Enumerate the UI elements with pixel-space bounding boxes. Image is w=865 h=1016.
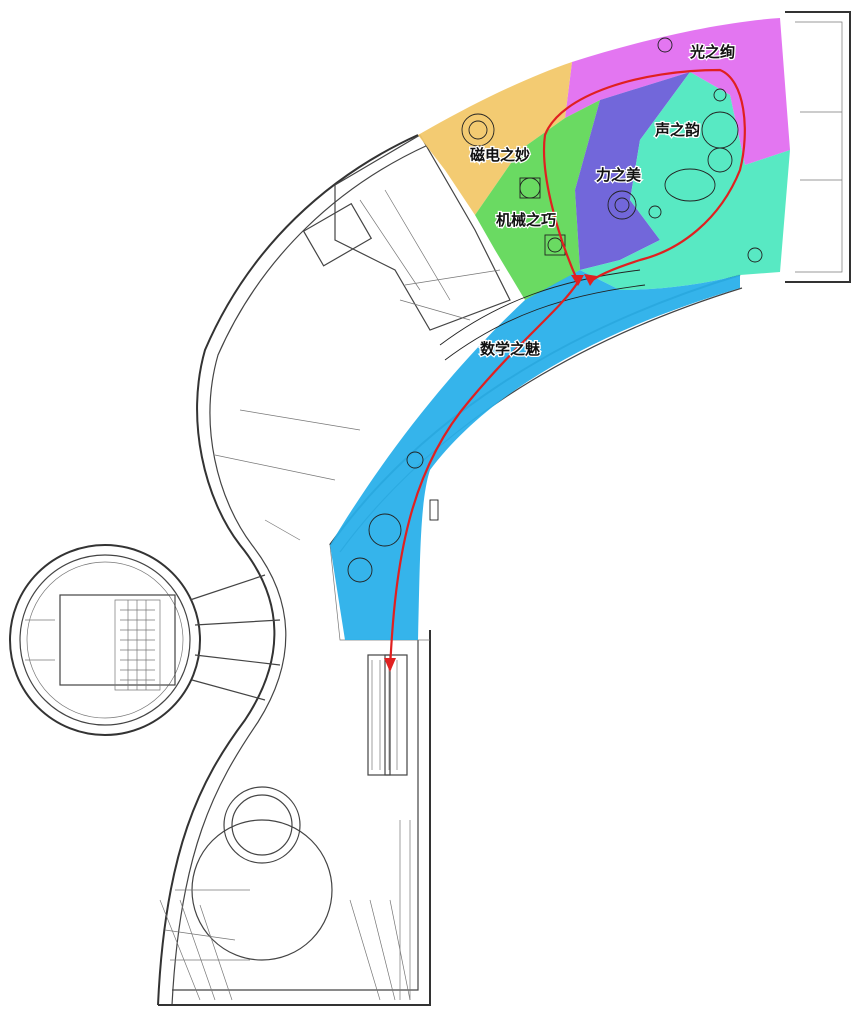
zone-force-area[interactable] bbox=[575, 72, 690, 270]
zone-label-magnetism: 磁电之妙 bbox=[470, 146, 530, 164]
visit-route bbox=[384, 68, 746, 672]
route-arrow-head bbox=[584, 274, 597, 286]
route-arrow-head bbox=[384, 658, 396, 672]
exhibit-fixtures bbox=[347, 37, 763, 583]
zone-labels: 光之绚 磁电之妙 机械之巧 力之美 声之韵 数学之魅 bbox=[469, 42, 737, 360]
zone-light-area[interactable] bbox=[565, 18, 790, 165]
theatre bbox=[9, 544, 281, 736]
exhibition-zones bbox=[330, 18, 790, 640]
zone-label-light: 光之绚 bbox=[689, 43, 735, 61]
zone-label-mechanics: 机械之巧 bbox=[496, 211, 556, 229]
zone-label-math: 数学之魅 bbox=[480, 340, 540, 358]
zone-label-force: 力之美 bbox=[596, 166, 642, 184]
zone-math-area[interactable] bbox=[330, 270, 740, 640]
zone-label-sound: 声之韵 bbox=[654, 121, 700, 139]
zone-mechanics-area[interactable] bbox=[475, 100, 600, 300]
route-line bbox=[388, 68, 746, 671]
route-arrow-head bbox=[571, 275, 584, 286]
zone-sound-area[interactable] bbox=[580, 72, 790, 290]
zone-magnetism-area[interactable] bbox=[418, 62, 572, 215]
